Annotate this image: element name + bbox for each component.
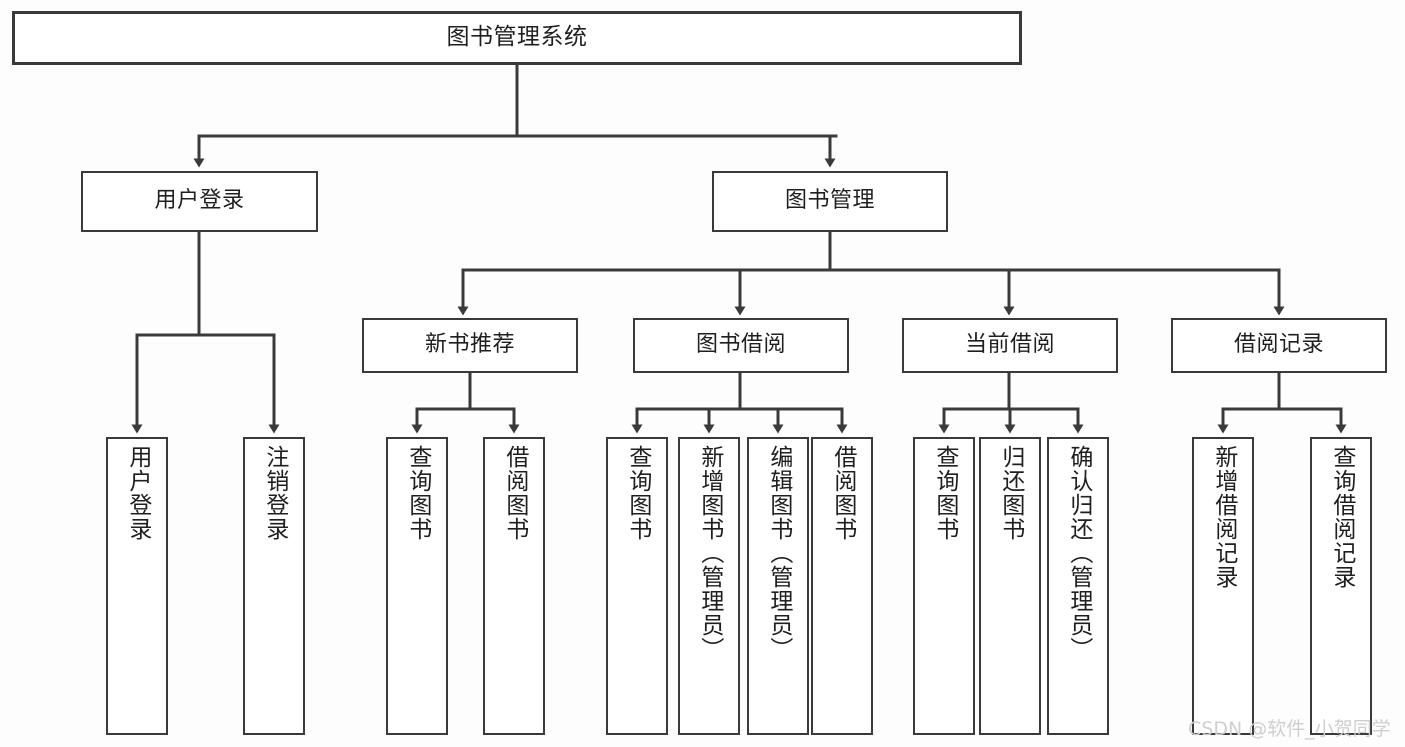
node-root-label: 图书管理系统: [446, 24, 588, 51]
leaf-add-record[interactable]: 新增借阅记录: [1192, 437, 1254, 735]
leaf-edit-book[interactable]: 编辑图书（管理员）: [747, 437, 809, 735]
node-current-borrow[interactable]: 当前借阅: [902, 318, 1118, 373]
node-book-borrow[interactable]: 图书借阅: [633, 318, 849, 373]
node-current-borrow-label: 当前借阅: [964, 332, 1055, 358]
node-book-manage[interactable]: 图书管理: [712, 171, 948, 232]
leaf-borrow-book-2[interactable]: 借阅图书: [811, 437, 873, 735]
node-book-borrow-label: 图书借阅: [695, 332, 786, 358]
leaf-query-book-2[interactable]: 查询图书: [606, 437, 668, 735]
leaf-add-book-label: 新增图书（管理员）: [696, 445, 723, 661]
leaf-query-record[interactable]: 查询借阅记录: [1310, 437, 1372, 735]
leaf-confirm-return[interactable]: 确认归还（管理员）: [1047, 437, 1109, 735]
leaf-query-record-label: 查询借阅记录: [1328, 445, 1355, 589]
leaf-borrow-book-1-label: 借阅图书: [501, 445, 528, 541]
node-root[interactable]: 图书管理系统: [12, 11, 1022, 65]
leaf-logout-login[interactable]: 注销登录: [243, 437, 305, 735]
node-user-login[interactable]: 用户登录: [81, 171, 318, 232]
leaf-edit-book-label: 编辑图书（管理员）: [765, 445, 792, 661]
leaf-query-book-3-label: 查询图书: [931, 445, 958, 541]
leaf-return-book[interactable]: 归还图书: [979, 437, 1041, 735]
leaf-confirm-return-label: 确认归还（管理员）: [1065, 445, 1092, 661]
leaf-borrow-book-1[interactable]: 借阅图书: [483, 437, 545, 735]
leaf-logout-login-label: 注销登录: [261, 445, 288, 541]
node-book-manage-label: 图书管理: [784, 188, 875, 214]
node-new-book-recommend[interactable]: 新书推荐: [362, 318, 578, 373]
leaf-query-book-1[interactable]: 查询图书: [386, 437, 448, 735]
leaf-query-book-3[interactable]: 查询图书: [913, 437, 975, 735]
leaf-borrow-book-2-label: 借阅图书: [829, 445, 856, 541]
node-new-book-recommend-label: 新书推荐: [424, 332, 515, 358]
leaf-add-book[interactable]: 新增图书（管理员）: [678, 437, 740, 735]
leaf-query-book-1-label: 查询图书: [404, 445, 431, 541]
node-user-login-label: 用户登录: [154, 188, 245, 214]
leaf-user-login-label: 用户登录: [124, 445, 151, 541]
node-borrow-record[interactable]: 借阅记录: [1171, 318, 1387, 373]
csdn-watermark: CSDN @软件_小贺同学: [1188, 718, 1391, 740]
leaf-add-record-label: 新增借阅记录: [1210, 445, 1237, 589]
leaf-user-login[interactable]: 用户登录: [106, 437, 168, 735]
node-borrow-record-label: 借阅记录: [1233, 332, 1324, 358]
leaf-return-book-label: 归还图书: [997, 445, 1024, 541]
leaf-query-book-2-label: 查询图书: [624, 445, 651, 541]
